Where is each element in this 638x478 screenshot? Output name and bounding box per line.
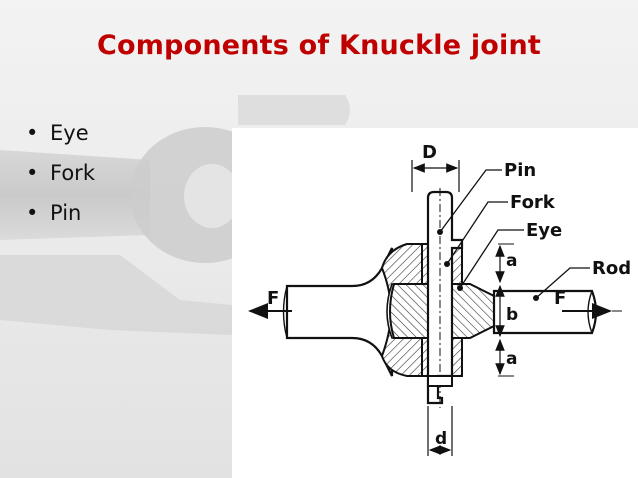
bullet-marker: • [26,201,39,225]
fork-rod [285,247,394,377]
bullet-text: Pin [50,201,82,225]
label-b: b [506,305,518,325]
bullet-marker: • [26,121,39,145]
bullet-text: Fork [50,161,95,185]
bullet-text: Eye [50,121,89,145]
pin-collar [427,375,453,387]
label-rod: Rod [592,258,631,279]
bullet-item-fork: • Fork [26,158,95,198]
label-D: D [422,142,437,163]
label-force-left: F [267,288,279,309]
leader-pin [439,169,502,233]
leader-fork [446,201,508,265]
leader-eye [459,229,524,289]
label-d: d [435,429,447,449]
slide-title: Components of Knuckle joint [96,30,542,61]
knuckle-joint-drawing: D d a b a F F Pin [248,142,631,456]
bullet-list: • Eye • Fork • Pin [26,118,95,238]
label-force-right: F [554,288,566,309]
label-eye: Eye [526,220,562,241]
bullet-item-pin: • Pin [26,198,95,238]
label-a-bottom: a [506,349,517,369]
label-pin: Pin [504,160,536,181]
bullet-marker: • [26,161,39,185]
label-a-top: a [506,251,517,271]
bullet-item-eye: • Eye [26,118,95,158]
knuckle-joint-diagram: D d a b a F F Pin [232,128,638,478]
label-fork: Fork [510,192,556,213]
leader-rod [535,267,590,299]
